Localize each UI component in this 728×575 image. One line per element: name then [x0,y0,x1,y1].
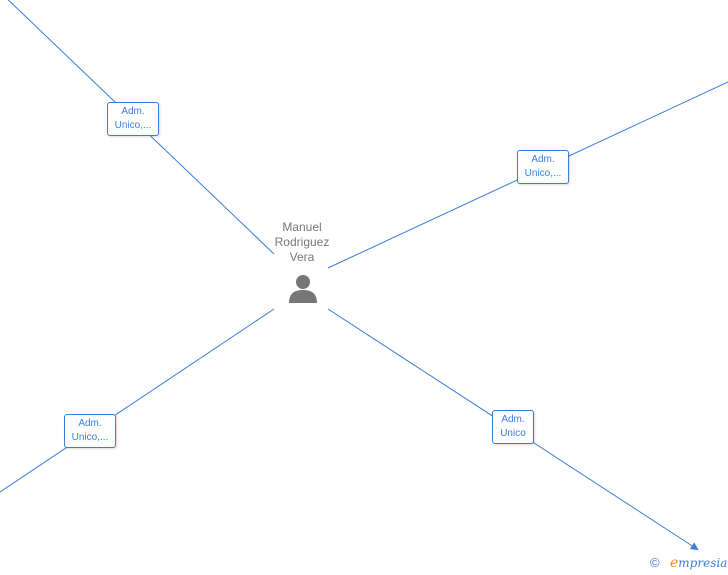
role-box-top-right[interactable]: Adm. Unico,... [517,150,569,184]
role-label-line-2: Unico,... [71,432,109,443]
brand-logo-text: mpresia [678,556,728,570]
person-name-line-2: Rodriguez [274,235,330,249]
role-label-line-1: Adm. [531,154,555,165]
brand-logo-initial: e [670,555,679,571]
person-name-line-3: Vera [289,250,315,264]
person-icon[interactable] [288,274,318,304]
role-label-line-2: Unico,... [524,168,562,179]
role-label-line-1: Adm. [121,106,145,117]
role-label-line-2: Unico [500,428,526,439]
link-line-bottom-left [0,308,275,493]
person-name-line-1: Manuel [282,220,322,234]
copyright-icon: © [650,555,660,570]
role-box-top-left[interactable]: Adm. Unico,... [107,102,159,136]
role-box-bottom-right[interactable]: Adm. Unico [492,410,534,444]
brand-logo: empresia [670,555,727,571]
person-name[interactable]: Manuel Rodriguez Vera [252,220,352,265]
role-label-line-1: Adm. [501,414,525,425]
role-box-bottom-left[interactable]: Adm. Unico,... [64,414,116,448]
role-label-line-2: Unico,... [114,120,152,131]
role-label-line-1: Adm. [78,418,102,429]
